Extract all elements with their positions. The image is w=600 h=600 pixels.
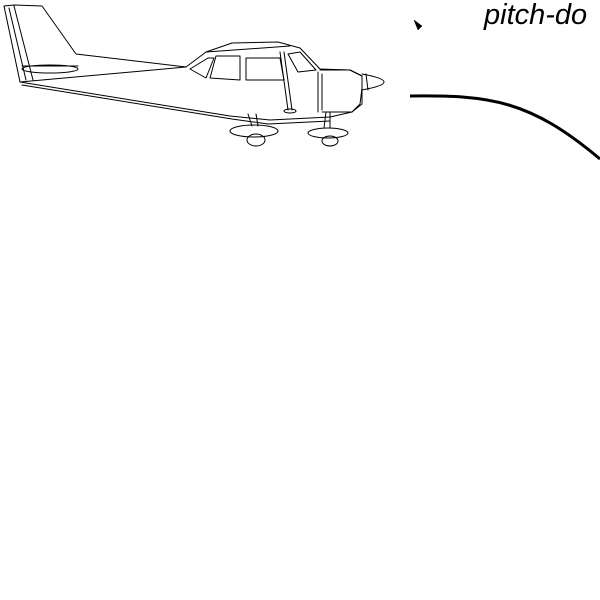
cabin-window-front	[245, 57, 285, 81]
nose-wheel	[321, 135, 339, 147]
tail-fin	[3, 4, 187, 83]
fuselage	[19, 41, 363, 121]
arrowhead-icon	[413, 19, 423, 31]
cabin-window-mid	[209, 55, 241, 81]
propeller-blade	[365, 73, 369, 91]
tail-fin-inner-line-2	[13, 5, 34, 81]
strut-foot	[283, 108, 297, 114]
cabin-roof-line	[205, 45, 291, 53]
door-line	[317, 71, 323, 113]
wing-strut	[279, 51, 293, 111]
nose-gear-fairing	[307, 127, 349, 139]
cabin-window-rear	[189, 57, 215, 79]
engine-cowling	[319, 69, 363, 113]
main-gear-fairing	[229, 124, 279, 138]
windshield	[287, 51, 317, 73]
fuselage-lower-line	[21, 84, 331, 125]
main-wheel	[246, 133, 266, 147]
pitch-down-curve	[409, 94, 600, 161]
caption-label: pitch-do	[483, 0, 587, 31]
propeller-spinner	[361, 73, 385, 91]
nose-gear-leg	[323, 111, 331, 129]
main-gear-leg	[247, 113, 259, 127]
horizontal-stabilizer	[21, 64, 79, 74]
airplane-icon	[3, 4, 385, 147]
